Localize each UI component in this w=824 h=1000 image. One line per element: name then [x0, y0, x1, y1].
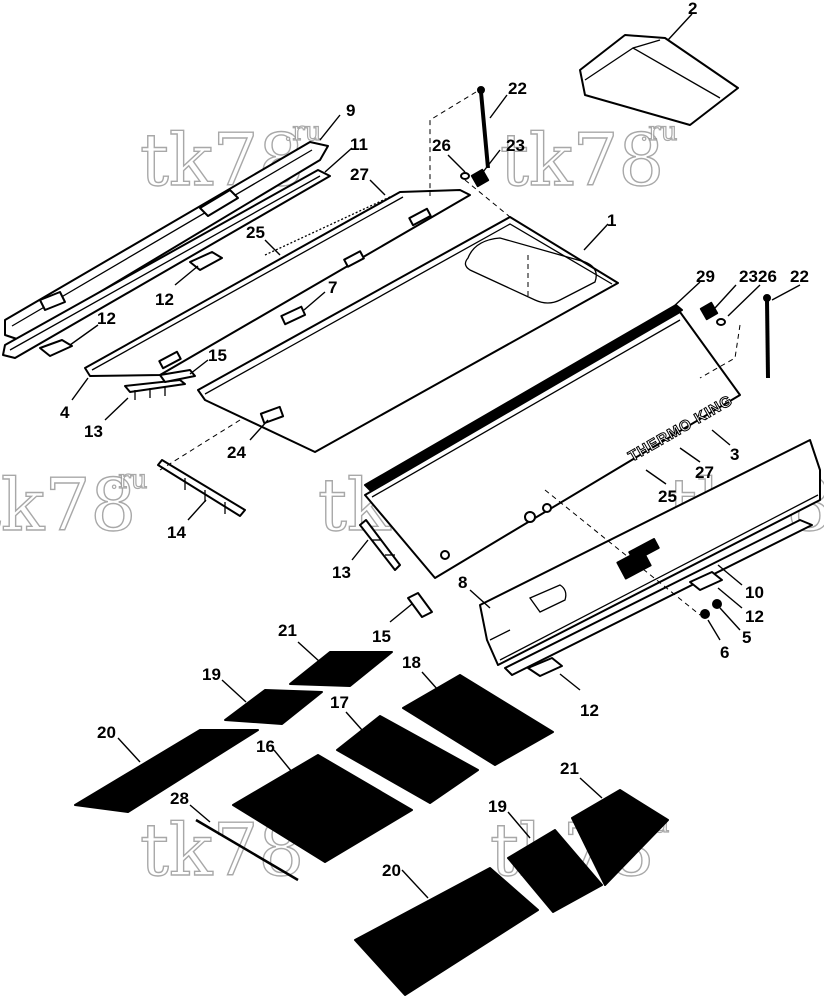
callout-9: 9	[346, 101, 355, 120]
callout-7: 7	[328, 278, 337, 297]
part-13-hanger-right	[359, 519, 401, 571]
pad-21-bottom	[571, 789, 669, 886]
callout-19-bottom: 19	[488, 797, 507, 816]
callout-12-left: 12	[97, 309, 116, 328]
part-8-lower-rail	[479, 439, 821, 666]
pad-17	[336, 715, 479, 804]
callout-16: 16	[256, 737, 275, 756]
part-10-plate	[504, 519, 813, 676]
watermark-suffix: .ru	[640, 117, 677, 147]
pad-19-top	[224, 689, 323, 725]
part-22-rod-left	[477, 86, 490, 169]
pad-21-top	[289, 651, 393, 687]
callout-27-right: 27	[695, 463, 714, 482]
assembly-lines	[159, 91, 741, 616]
part-22-rod-right	[763, 294, 771, 379]
part-4-panel-rail	[84, 189, 471, 377]
part-28-strip	[195, 818, 299, 882]
callout-25: 25	[246, 223, 265, 242]
part-12-bracket	[39, 339, 73, 357]
callout-13-right: 13	[332, 563, 351, 582]
callout-14: 14	[167, 523, 186, 542]
callout-12-upper: 12	[155, 290, 174, 309]
callout-17: 17	[330, 693, 349, 712]
callouts: 2 22 26 23 9 11 27 25 1 7 12 12 29 23 26…	[60, 0, 809, 899]
callout-1: 1	[607, 211, 616, 230]
callout-26: 26	[432, 136, 451, 155]
callout-22: 22	[508, 79, 527, 98]
watermark-main: tk78	[500, 118, 664, 202]
pad-20-top	[74, 729, 259, 813]
callout-24: 24	[227, 443, 246, 462]
callout-5: 5	[742, 628, 751, 647]
part-9-side-rail	[4, 141, 329, 341]
part-5-fastener	[712, 599, 722, 609]
insulation-pads	[74, 651, 669, 996]
callout-2: 2	[688, 0, 697, 18]
part-6-fastener	[700, 609, 710, 619]
part-14-strap	[157, 459, 246, 517]
part-12-bracket	[527, 657, 563, 677]
callout-4: 4	[60, 403, 70, 422]
part-29-seal-strip	[364, 304, 683, 491]
callout-12-right: 12	[745, 607, 764, 626]
callout-21-bottom: 21	[560, 759, 579, 778]
pad-20-bottom	[354, 867, 539, 996]
pad-19-bottom	[507, 829, 603, 913]
part-23-spring	[470, 168, 490, 188]
watermark-suffix: .ru	[110, 465, 147, 495]
part-26-washer	[460, 172, 470, 180]
pad-16	[232, 754, 413, 863]
callout-26-right: 26	[758, 267, 777, 286]
callout-27: 27	[350, 165, 369, 184]
part-11-side-rail	[2, 169, 331, 359]
callout-11: 11	[350, 135, 368, 154]
callout-3: 3	[730, 445, 739, 464]
callout-13-left: 13	[84, 422, 103, 441]
callout-23: 23	[506, 136, 525, 155]
part-23-spring	[699, 301, 719, 321]
callout-19-top: 19	[202, 665, 221, 684]
callout-22-right: 22	[790, 267, 809, 286]
callout-15-right: 15	[372, 627, 391, 646]
callout-10: 10	[745, 583, 764, 602]
part-2-cap	[579, 34, 739, 126]
callout-20-top: 20	[97, 723, 116, 742]
part-12-bracket	[689, 571, 723, 591]
part-1-roof-panel	[197, 216, 619, 453]
callout-25-right: 25	[658, 487, 677, 506]
part-13-hanger-left	[124, 379, 186, 400]
callout-18: 18	[402, 653, 421, 672]
part-26-washer	[716, 318, 726, 326]
callout-28: 28	[170, 789, 189, 808]
callout-20-bottom: 20	[382, 861, 401, 880]
callout-15-upper: 15	[208, 346, 227, 365]
part-7-clip	[280, 305, 307, 326]
part-15-clip-left	[159, 369, 196, 383]
callout-29: 29	[696, 267, 715, 286]
callout-23-right: 23	[739, 267, 758, 286]
callout-6: 6	[720, 643, 729, 662]
watermark-main: tk78	[0, 463, 136, 547]
callout-12-bottom: 12	[580, 701, 599, 720]
callout-8: 8	[458, 573, 467, 592]
part-15-clip-right	[407, 592, 433, 618]
pad-18	[402, 674, 554, 766]
callout-21-top: 21	[278, 621, 297, 640]
